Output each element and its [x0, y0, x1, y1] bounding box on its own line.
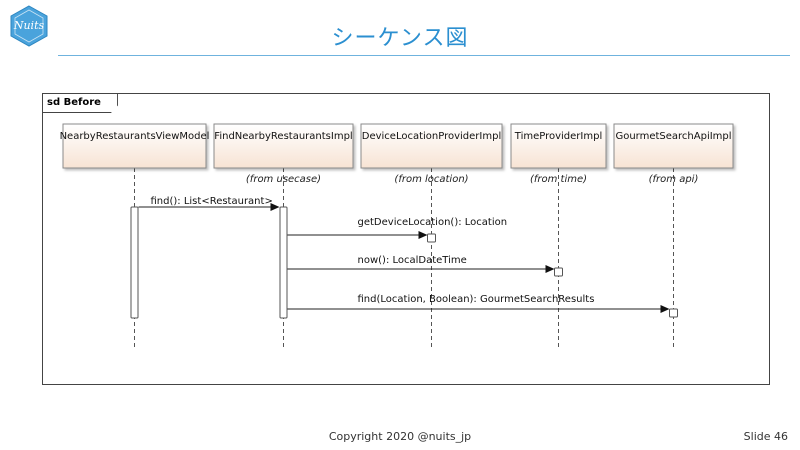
message-label-3: find(Location, Boolean): GourmetSearchRe…: [358, 294, 595, 305]
lifeline-box-3: [510, 123, 607, 169]
lifeline-box-1: [213, 123, 354, 169]
lifeline-box-4: [613, 123, 734, 169]
lifeline-package-1: (from usecase): [246, 174, 321, 185]
message-arrowhead-2: [545, 265, 555, 273]
copyright-text: Copyright 2020 @nuits_jp: [328, 430, 472, 443]
activation-bar-3: [554, 267, 563, 277]
message-arrowhead-0: [270, 203, 280, 211]
lifeline-name-2: DeviceLocationProviderImpl: [362, 131, 501, 142]
slide-title: シーケンス図: [331, 26, 469, 51]
message-label-2: now(): LocalDateTime: [358, 255, 467, 266]
lifeline-package-2: (from location): [394, 174, 468, 185]
activation-bar-1: [279, 206, 288, 319]
lifeline-package-4: (from api): [649, 174, 699, 185]
lifeline-name-3: TimeProviderImpl: [514, 131, 602, 142]
activation-bar-2: [427, 233, 436, 243]
logo-text: Nuits: [13, 19, 45, 32]
message-label-0: find(): List<Restaurant>: [151, 196, 273, 207]
message-label-1: getDeviceLocation(): Location: [358, 217, 508, 228]
lifeline-name-0: NearbyRestaurantsViewModel: [60, 131, 210, 142]
title-divider: [58, 55, 790, 56]
nuits-logo: Nuits: [8, 5, 50, 47]
lifeline-name-1: FindNearbyRestaurantsImpl: [214, 131, 352, 142]
activation-bar-4: [669, 308, 678, 318]
activation-bar-0: [130, 206, 139, 319]
message-arrowhead-1: [418, 231, 428, 239]
message-arrowhead-3: [660, 305, 670, 313]
lifeline-package-3: (from time): [530, 174, 587, 185]
slide-number: Slide 46: [743, 430, 788, 443]
lifeline-box-0: [62, 123, 207, 169]
lifeline-box-2: [360, 123, 503, 169]
frame-label: sd Before: [43, 94, 118, 113]
lifeline-name-4: GourmetSearchApiImpl: [615, 131, 731, 142]
